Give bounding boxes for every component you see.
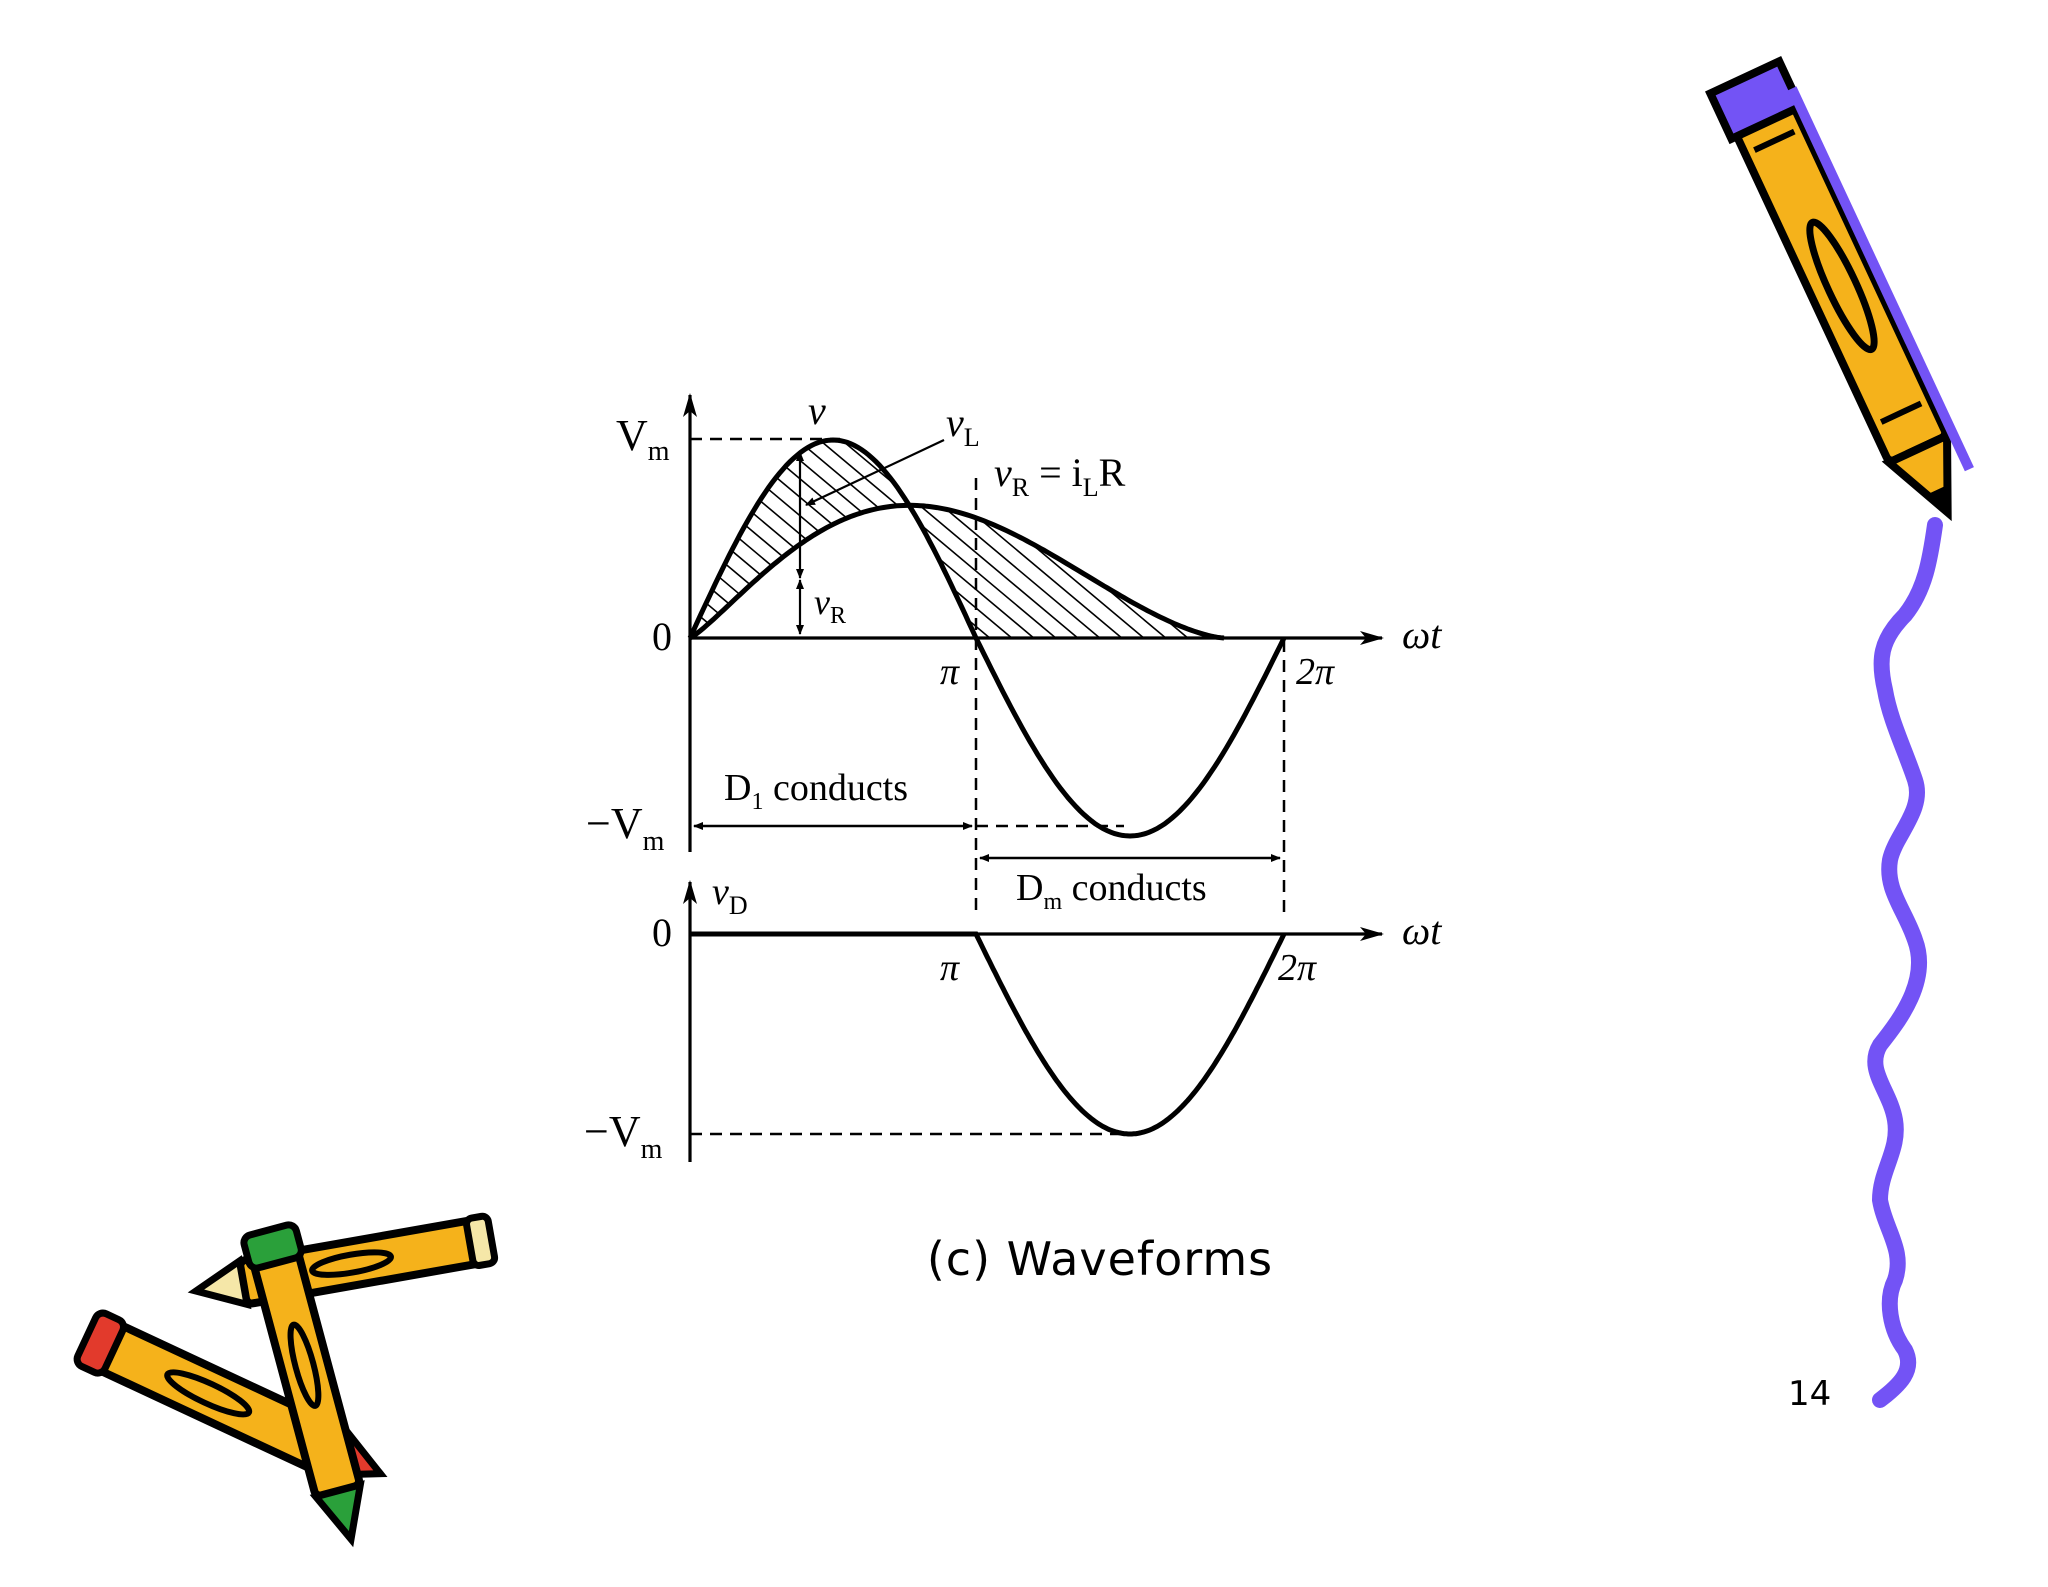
hatch-line: [969, 440, 1224, 638]
dm-conducts-label: Dm conducts: [1016, 867, 1207, 915]
top-omega-t-label: ωt: [1402, 612, 1442, 657]
figure-caption: (c) Waveforms: [926, 1232, 1274, 1286]
hatch-line: [332, 400, 642, 660]
hatch-line: [1189, 440, 1224, 638]
v-source-curve: [687, 437, 1287, 839]
top-pi-tick-label: π: [940, 651, 960, 693]
hatch-line: [947, 440, 1224, 638]
v-l-label: vL: [946, 400, 980, 452]
hatch-line: [288, 400, 598, 660]
bottom-zero-label: 0: [652, 910, 672, 955]
hatch-line: [1300, 400, 1610, 660]
hatch-line: [1101, 440, 1224, 638]
top-zero-label: 0: [652, 614, 672, 659]
v-l-pointer: [805, 439, 945, 506]
top-plot: Vm 0 −Vm ωt π 2π v vL vR = iLR vR D1 con…: [200, 388, 1808, 918]
bottom-neg-vm-label: −Vm: [584, 1107, 663, 1165]
hatch-line: [881, 440, 1193, 638]
v-r-label: vR: [814, 582, 846, 629]
hatch-line: [1498, 400, 1808, 660]
hatch-line: [1057, 440, 1224, 638]
hatch-line: [991, 440, 1224, 638]
v-d-axis-label: vD: [712, 871, 748, 920]
hatch-line: [1454, 400, 1764, 660]
bottom-two-pi-tick-label: 2π: [1278, 947, 1317, 989]
bottom-pi-tick-label: π: [940, 947, 960, 989]
page-number: 14: [1788, 1374, 1832, 1414]
v-d-curve: [690, 931, 1287, 1137]
hatch-line: [1211, 440, 1224, 638]
crossed-pencils-clipart: [73, 1212, 499, 1548]
d1-conducts-label: D1 conducts: [724, 767, 908, 815]
purple-squiggle-decoration: [1867, 517, 1943, 1408]
v-curve-label: v: [808, 388, 826, 433]
hatch-line: [310, 400, 620, 660]
hatch-line: [1476, 400, 1786, 660]
hatch-line: [1432, 400, 1742, 660]
hatch-line: [1322, 400, 1632, 660]
top-vm-label: Vm: [616, 411, 670, 467]
hatch-line: [690, 440, 753, 638]
hatch-line: [1410, 400, 1720, 660]
hatch-line: [222, 400, 532, 660]
hatch-line: [266, 400, 576, 660]
bottom-plot: vD 0 −Vm ωt π 2π: [584, 871, 1442, 1165]
hatch-line: [837, 440, 1149, 638]
hatch-line: [1035, 440, 1224, 638]
hatch-line: [1079, 440, 1224, 638]
hatch-line: [1344, 400, 1654, 660]
hatch-line: [690, 440, 731, 638]
pencil-clipart-top-right: [1705, 56, 1974, 522]
top-neg-vm-label: −Vm: [586, 799, 665, 857]
hatch-line: [200, 400, 510, 660]
hatch-line: [859, 440, 1171, 638]
v-r-curve: [688, 502, 1225, 641]
hatch-line: [1234, 400, 1544, 660]
bottom-omega-t-label: ωt: [1402, 908, 1442, 953]
top-two-pi-tick-label: 2π: [1296, 651, 1335, 693]
v-r-equation-label: vR = iLR: [994, 450, 1126, 502]
hatch-line: [244, 400, 554, 660]
